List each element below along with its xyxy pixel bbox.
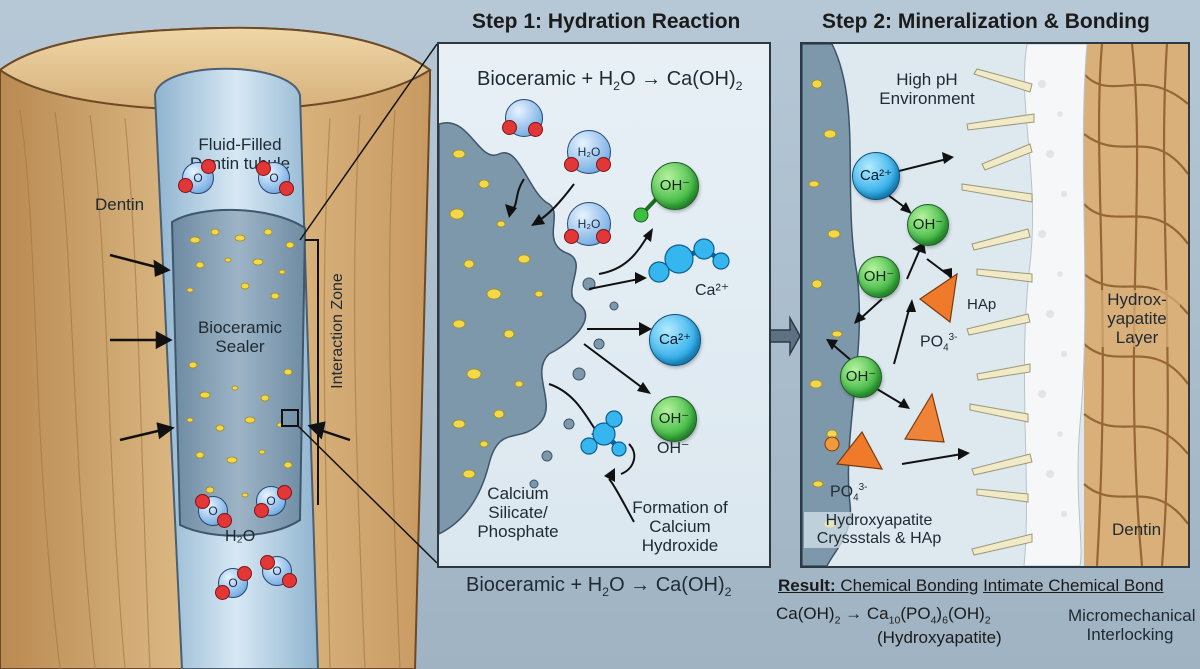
water-molecule-icon: O <box>254 485 292 518</box>
high-ph-label: High pH Environment <box>879 70 975 109</box>
water-molecule-icon: O <box>256 161 294 196</box>
calcium-silicate-label: Calcium Silicate/ Phosphate <box>477 484 559 542</box>
hydroxide-ion: OH⁻ <box>907 204 949 246</box>
hap-label: HAp <box>967 296 997 313</box>
hydration-equation-bottom: Bioceramic + H2O → Ca(OH)2 <box>466 574 732 599</box>
calcium-ion-label: Ca²⁺ <box>695 282 730 299</box>
water-molecule-icon <box>502 99 543 137</box>
step2-title: Step 2: Mineralization & Bonding <box>822 10 1150 33</box>
calcium-ion: Ca²⁺ <box>649 314 701 366</box>
water-molecule-icon: O <box>195 494 232 528</box>
water-molecule-icon: H₂O <box>564 130 611 174</box>
hydroxyapatite-name: (Hydroxyapatite) <box>877 628 1002 647</box>
hydroxide-label: OH⁻ <box>657 440 690 457</box>
micromechanical-label: Micromechanical Interlocking <box>1068 606 1196 645</box>
water-molecule-icon: H₂O <box>564 202 611 246</box>
hydroxyapatite-equation: Ca(OH)2 → Ca10(PO4)6(OH)2 <box>776 604 991 627</box>
dentin-label-right: Dentin <box>1112 520 1162 539</box>
water-label-left: H₂O <box>225 528 256 545</box>
hydroxyapatite-layer-label: Hydrox- yapatite Layer <box>1094 290 1180 348</box>
result-label: Result: <box>778 576 836 595</box>
water-molecule-icon: O <box>178 159 216 194</box>
hydroxide-ion: OH⁻ <box>651 396 697 442</box>
bioceramic-sealer-label: Bioceramic Sealer <box>197 318 283 357</box>
step1-title: Step 1: Hydration Reaction <box>472 10 741 33</box>
calcium-ion: Ca²⁺ <box>852 152 900 200</box>
hydroxide-ion: OH⁻ <box>651 162 699 210</box>
crystals-label: Hydroxyapatite Cryssstals & HAp <box>804 512 954 548</box>
phosphate-label: PO43- <box>830 482 868 504</box>
hydroxide-ion: OH⁻ <box>840 356 882 398</box>
tooth-cross-section <box>0 26 432 669</box>
hydration-illustration <box>439 121 730 535</box>
result-line: Result: Chemical Bonding Intimate Chemic… <box>778 576 1164 595</box>
step1-panel: Bioceramic + H2O → Ca(OH)2 H₂O H₂O OH⁻ C… <box>437 42 771 568</box>
hydroxide-ion: OH⁻ <box>858 256 900 298</box>
formation-label: Formation of Calcium Hydroxide <box>632 498 728 556</box>
step2-panel: High pH Environment Ca²⁺ OH⁻ OH⁻ OH⁻ HAp… <box>800 42 1190 568</box>
hydration-equation-top: Bioceramic + H2O → Ca(OH)2 <box>477 68 743 93</box>
water-molecule-icon: O <box>260 555 297 588</box>
phosphate-label: PO43- <box>920 332 958 354</box>
water-molecule-icon: O <box>215 566 252 600</box>
dentin-label-left: Dentin <box>95 195 145 214</box>
